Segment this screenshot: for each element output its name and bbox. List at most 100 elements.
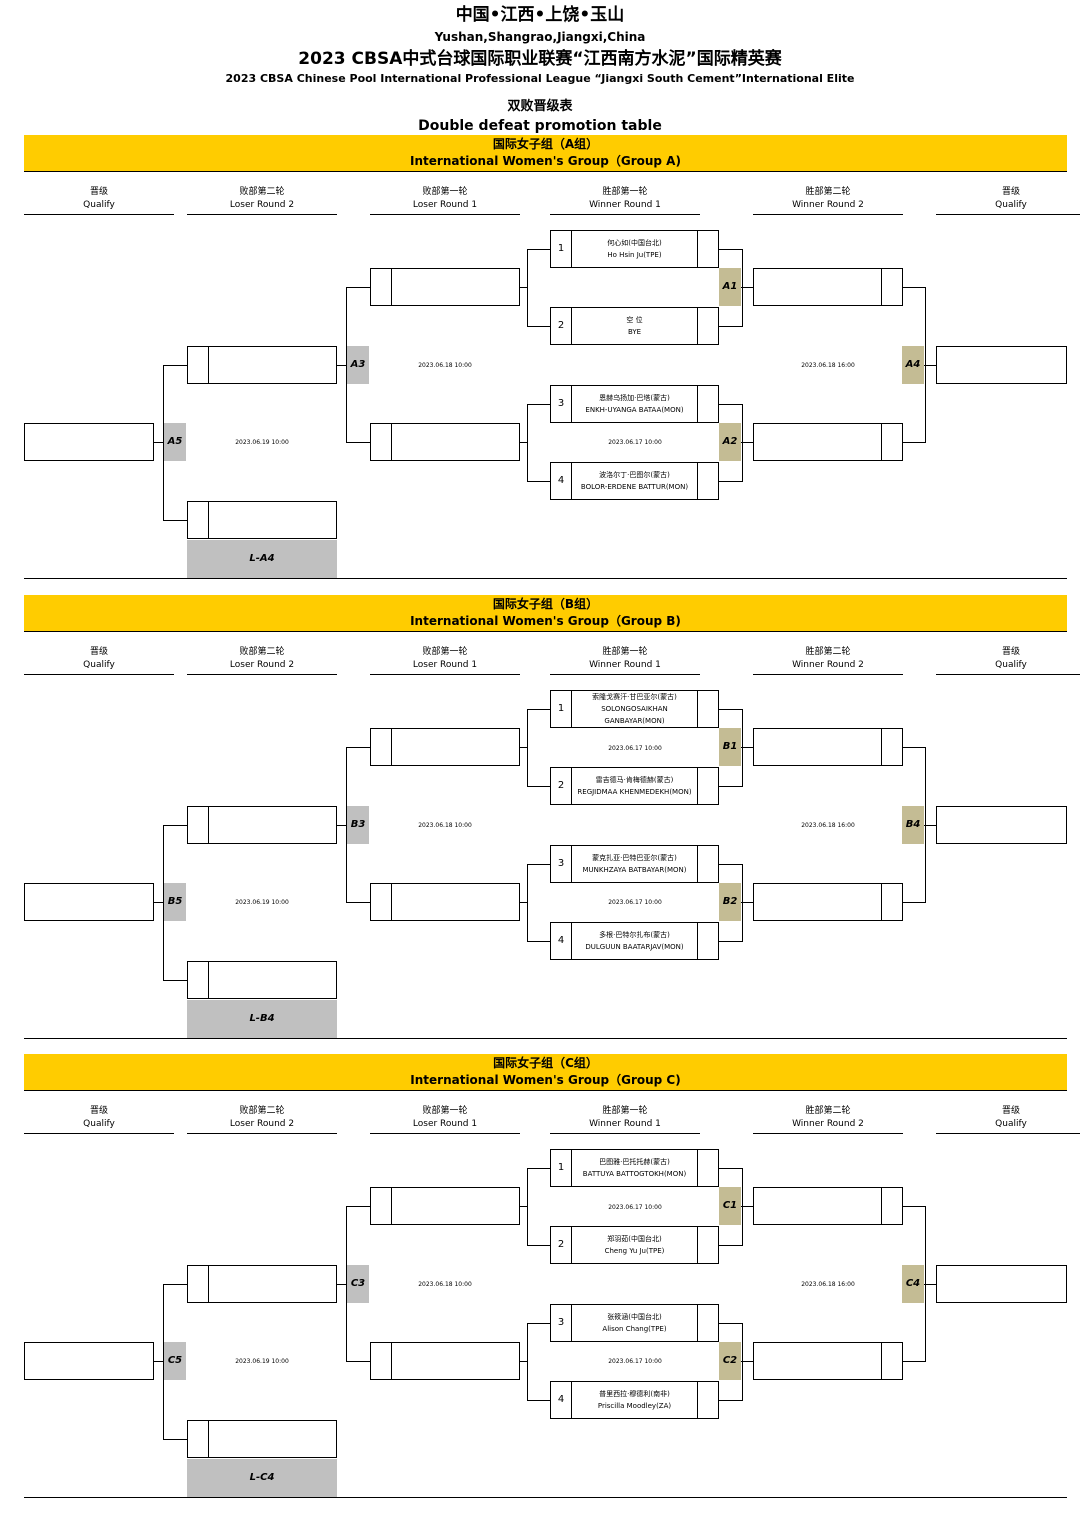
- bracket-line: [719, 249, 743, 250]
- bracket-line: [527, 863, 550, 865]
- bracket-line: [527, 1400, 550, 1401]
- winner-round-2-slot[interactable]: [753, 1187, 903, 1225]
- loser-round-1-slot[interactable]: [370, 882, 520, 921]
- score-cell: [188, 502, 209, 538]
- bracket-line: [346, 746, 347, 902]
- player-seed: 4: [551, 922, 572, 959]
- bracket-line: [154, 442, 164, 443]
- player-name: 雷吉德马·肯梅德赫(蒙古)REGJIDMAA KHENMEDEKH(MON): [571, 768, 698, 804]
- loser-round-2-slot[interactable]: [187, 960, 337, 999]
- bracket-line: [719, 481, 743, 482]
- player-name: 普里西拉·穆德利(南非)Priscilla Moodley(ZA): [571, 1382, 698, 1418]
- loser-round-1-slot[interactable]: [370, 1342, 520, 1380]
- match-time: 2023.06.18 10:00: [418, 362, 472, 369]
- player-name-cn: 巴图雅·巴托托赫(蒙古): [599, 1158, 670, 1166]
- match-tag: C2: [719, 1342, 741, 1380]
- qualify-slot-right[interactable]: [936, 1265, 1067, 1303]
- qualify-slot-right[interactable]: [936, 805, 1067, 844]
- bracket-line: [163, 979, 187, 981]
- bracket-line: [346, 442, 370, 443]
- bracket-line: [719, 1400, 743, 1401]
- bracket-line: [527, 940, 550, 942]
- loser-round-1-slot[interactable]: [370, 727, 520, 766]
- player-name-cn: 何心如(中国台北): [607, 239, 662, 247]
- group-title-cn: 国际女子组（A组）: [492, 137, 599, 151]
- qualify-slot-left[interactable]: [24, 1342, 154, 1380]
- bracket-line: [154, 1361, 164, 1362]
- winner-round-2-slot[interactable]: [753, 882, 903, 921]
- winner-round-2-slot[interactable]: [753, 1342, 903, 1380]
- bracket-line: [924, 824, 936, 826]
- bracket-line: [527, 863, 528, 941]
- column-label-cn: 胜部第一轮: [602, 187, 648, 197]
- column-label-en: Qualify: [995, 659, 1027, 670]
- bracket-line: [902, 442, 926, 443]
- loser-round-2-slot[interactable]: [187, 346, 337, 384]
- winner-round-2-slot[interactable]: [753, 727, 903, 766]
- score-cell: [697, 1150, 718, 1186]
- column-label-en: Qualify: [83, 659, 115, 670]
- bracket-line: [719, 404, 743, 405]
- bracket-line: [346, 901, 370, 903]
- score-cell: [371, 1343, 392, 1379]
- loser-round-2-slot[interactable]: [187, 501, 337, 539]
- loser-round-2-slot[interactable]: [187, 1420, 337, 1458]
- group-title-en: International Women's Group（Group B): [410, 613, 681, 628]
- column-label-cn: 败部第一轮: [422, 1106, 468, 1116]
- match-tag: A4: [902, 346, 924, 384]
- column-label-cn: 晋级: [89, 187, 108, 197]
- player-name: 索隆戈赛汗·甘巴亚尔(蒙古)SOLONGOSAIKHAN GANBAYAR(MO…: [571, 691, 698, 727]
- loser-round-1-slot[interactable]: [370, 1187, 520, 1225]
- bracket-line: [925, 746, 926, 902]
- bracket-line: [719, 940, 743, 942]
- match-time: 2023.06.19 10:00: [235, 1358, 289, 1365]
- winner-round-2-slot[interactable]: [753, 268, 903, 306]
- score-cell: [371, 883, 392, 920]
- column-label-cn: 败部第二轮: [239, 646, 285, 657]
- match-tag: B4: [902, 805, 924, 844]
- bracket-line: [337, 1284, 347, 1285]
- loser-round-2-slot[interactable]: [187, 1265, 337, 1303]
- column-label-en: Loser Round 2: [229, 659, 295, 670]
- loser-round-2-slot[interactable]: [187, 805, 337, 844]
- group-title-cn: 国际女子组（C组）: [493, 1056, 598, 1070]
- bracket-line: [527, 708, 528, 786]
- score-cell: [188, 806, 209, 843]
- column-label-en: Loser Round 2: [229, 1119, 295, 1129]
- column-label-en: Qualify: [995, 200, 1027, 210]
- qualify-slot-left[interactable]: [24, 882, 154, 921]
- column-label-en: Loser Round 1: [412, 1119, 478, 1129]
- player-name: 郑羽茹(中国台北)Cheng Yu Ju(TPE): [571, 1227, 698, 1263]
- qualify-slot-left[interactable]: [24, 423, 154, 461]
- winner-round-2-slot[interactable]: [753, 423, 903, 461]
- bracket-line: [527, 1245, 550, 1246]
- column-label-cn: 胜部第二轮: [805, 646, 851, 657]
- score-cell: [697, 308, 718, 344]
- player-name-en: Cheng Yu Ju(TPE): [604, 1247, 665, 1255]
- title-cn: 2023 CBSA中式台球国际职业联赛“江西南方水泥”国际精英赛: [298, 49, 782, 69]
- match-time: 2023.06.19 10:00: [235, 898, 289, 906]
- bracket-line: [163, 365, 187, 366]
- loser-round-1-slot[interactable]: [370, 423, 520, 461]
- loser-round-1-slot[interactable]: [370, 268, 520, 306]
- score-cell: [697, 1382, 718, 1418]
- qualify-slot-right[interactable]: [936, 346, 1067, 384]
- player-name-cn: 张筱涵(中国台北): [607, 1313, 662, 1321]
